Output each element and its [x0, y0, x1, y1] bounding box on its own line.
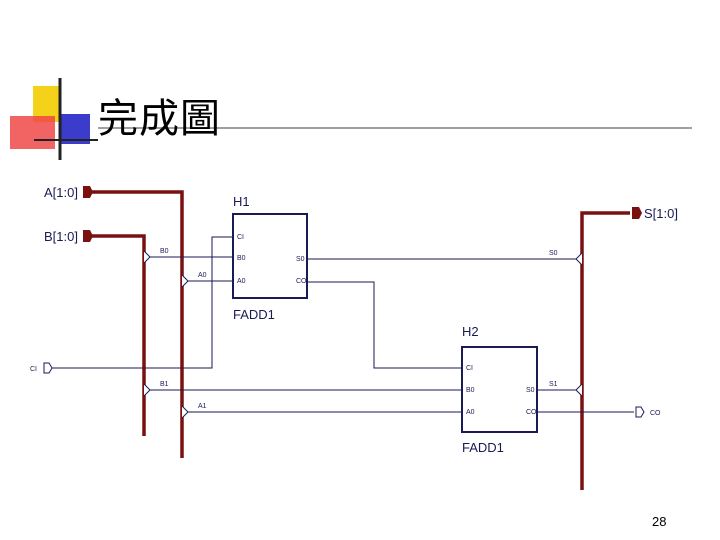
instance-h2-name: H2 [462, 324, 479, 339]
port-ci-label: CI [30, 366, 37, 373]
bus-s-line [580, 211, 630, 490]
h1-pin-ai: A0 [237, 278, 246, 285]
tap-s1 [575, 383, 583, 397]
bus-b-line [92, 234, 146, 436]
port-co-label: CO [650, 410, 661, 417]
title-underline [98, 127, 692, 129]
net-label-s1: S1 [549, 381, 558, 388]
wire-ci [50, 236, 233, 369]
port-ci-in [43, 362, 53, 374]
h1-pin-so: S0 [296, 256, 305, 263]
port-s-out [632, 207, 642, 219]
bus-lines [92, 190, 630, 490]
port-b-in [83, 230, 93, 242]
h1-pin-bi: B0 [237, 255, 246, 262]
bus-a-label: A[1:0] [44, 185, 78, 200]
bus-a-line [92, 190, 184, 458]
instance-h2: H2 CI B0 A0 S0 CO FADD1 [461, 324, 538, 455]
bus-ports [83, 186, 642, 242]
h2-pin-co: CO [526, 409, 537, 416]
tap-a1 [181, 405, 189, 419]
h2-pin-so: S0 [526, 387, 535, 394]
net-label-s0: S0 [549, 250, 558, 257]
instance-h2-box [461, 346, 538, 433]
net-label-a0: A0 [198, 272, 207, 279]
net-label-b1: B1 [160, 381, 169, 388]
h2-pin-ci: CI [466, 365, 473, 372]
net-label-a1: A1 [198, 403, 207, 410]
tap-b1 [143, 383, 151, 397]
instance-h1-cell: FADD1 [233, 307, 275, 322]
h2-pin-ai: A0 [466, 409, 475, 416]
page-title: 完成圖 [98, 96, 221, 142]
h1-pin-ci: CI [237, 234, 244, 241]
bus-b-label: B[1:0] [44, 229, 78, 244]
tap-a0 [181, 274, 189, 288]
net-label-b0: B0 [160, 248, 169, 255]
signal-wires [50, 236, 634, 413]
wire-carry [307, 281, 462, 369]
page-number: 28 [652, 514, 667, 529]
instance-h1-box [232, 213, 308, 299]
logo-red-square [10, 116, 55, 149]
title-logo-graphic [10, 78, 98, 160]
instance-h1: H1 CI B0 A0 S0 CO FADD1 [232, 194, 308, 322]
tap-b0 [143, 250, 151, 264]
bus-taps [143, 250, 583, 419]
port-a-in [83, 186, 93, 198]
h2-pin-bi: B0 [466, 387, 475, 394]
instance-h1-name: H1 [233, 194, 250, 209]
tap-s0 [575, 252, 583, 266]
h1-pin-co: CO [296, 278, 307, 285]
port-co-out [635, 406, 645, 418]
instance-h2-cell: FADD1 [462, 440, 504, 455]
bus-s-label: S[1:0] [644, 206, 678, 221]
